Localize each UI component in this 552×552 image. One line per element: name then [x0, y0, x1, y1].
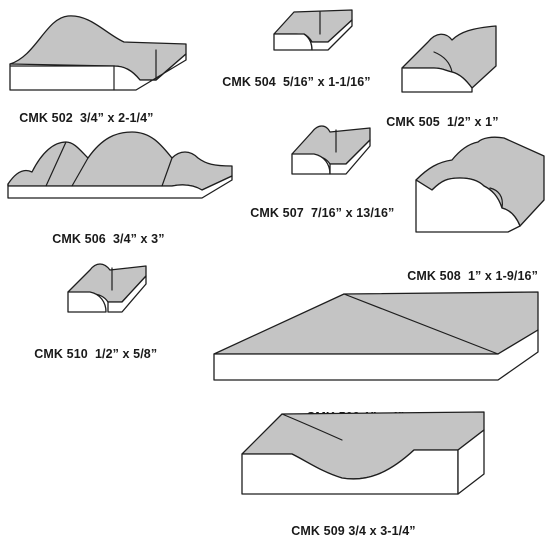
cmk-506-caption: CMK 506 3/4” x 3”	[38, 218, 165, 260]
cmk-505-caption: CMK 505 1/2” x 1”	[372, 101, 499, 143]
cmk-506-code: CMK 506	[52, 232, 106, 246]
cmk-502-size: 3/4” x 2-1/4”	[79, 111, 154, 125]
cmk-503-profile	[213, 291, 539, 381]
cmk-504-size: 5/16” x 1-1/16”	[282, 75, 371, 89]
cmk-509-code: CMK 509	[291, 524, 345, 538]
cmk-504-code: CMK 504	[222, 75, 276, 89]
cmk-508-caption: CMK 508 1” x 1-9/16”	[393, 255, 538, 297]
cmk-510-caption: CMK 510 1/2” x 5/8”	[20, 333, 157, 375]
cmk-502-profile	[9, 15, 187, 91]
cmk-505-code: CMK 505	[386, 115, 440, 129]
cmk-506-profile	[7, 131, 233, 199]
cmk-508-size: 1” x 1-9/16”	[467, 269, 538, 283]
cmk-509-size: 3/4 x 3-1/4”	[348, 524, 416, 538]
cmk-505-size: 1/2” x 1”	[446, 115, 499, 129]
cmk-509-profile	[241, 411, 485, 495]
cmk-508-profile	[415, 136, 545, 233]
cmk-505-profile	[401, 25, 497, 93]
cmk-510-profile	[67, 263, 147, 313]
cmk-502-code: CMK 502	[19, 111, 73, 125]
cmk-507-code: CMK 507	[250, 206, 304, 220]
cmk-507-profile	[291, 125, 371, 175]
cmk-504-caption: CMK 504 5/16” x 1-1/16”	[208, 61, 371, 103]
cmk-507-size: 7/16” x 13/16”	[310, 206, 395, 220]
moulding-catalog-sheet: CMK 502 3/4” x 2-1/4” CMK 504 5/16” x 1-…	[5, 9, 545, 538]
cmk-507-caption: CMK 507 7/16” x 13/16”	[236, 192, 394, 234]
cmk-510-code: CMK 510	[34, 347, 88, 361]
cmk-509-caption: CMK 509 3/4 x 3-1/4”	[277, 510, 416, 552]
cmk-502-caption: CMK 502 3/4” x 2-1/4”	[5, 97, 154, 139]
cmk-506-size: 3/4” x 3”	[112, 232, 165, 246]
cmk-510-size: 1/2” x 5/8”	[94, 347, 158, 361]
cmk-508-code: CMK 508	[407, 269, 461, 283]
cmk-504-profile	[273, 9, 353, 51]
